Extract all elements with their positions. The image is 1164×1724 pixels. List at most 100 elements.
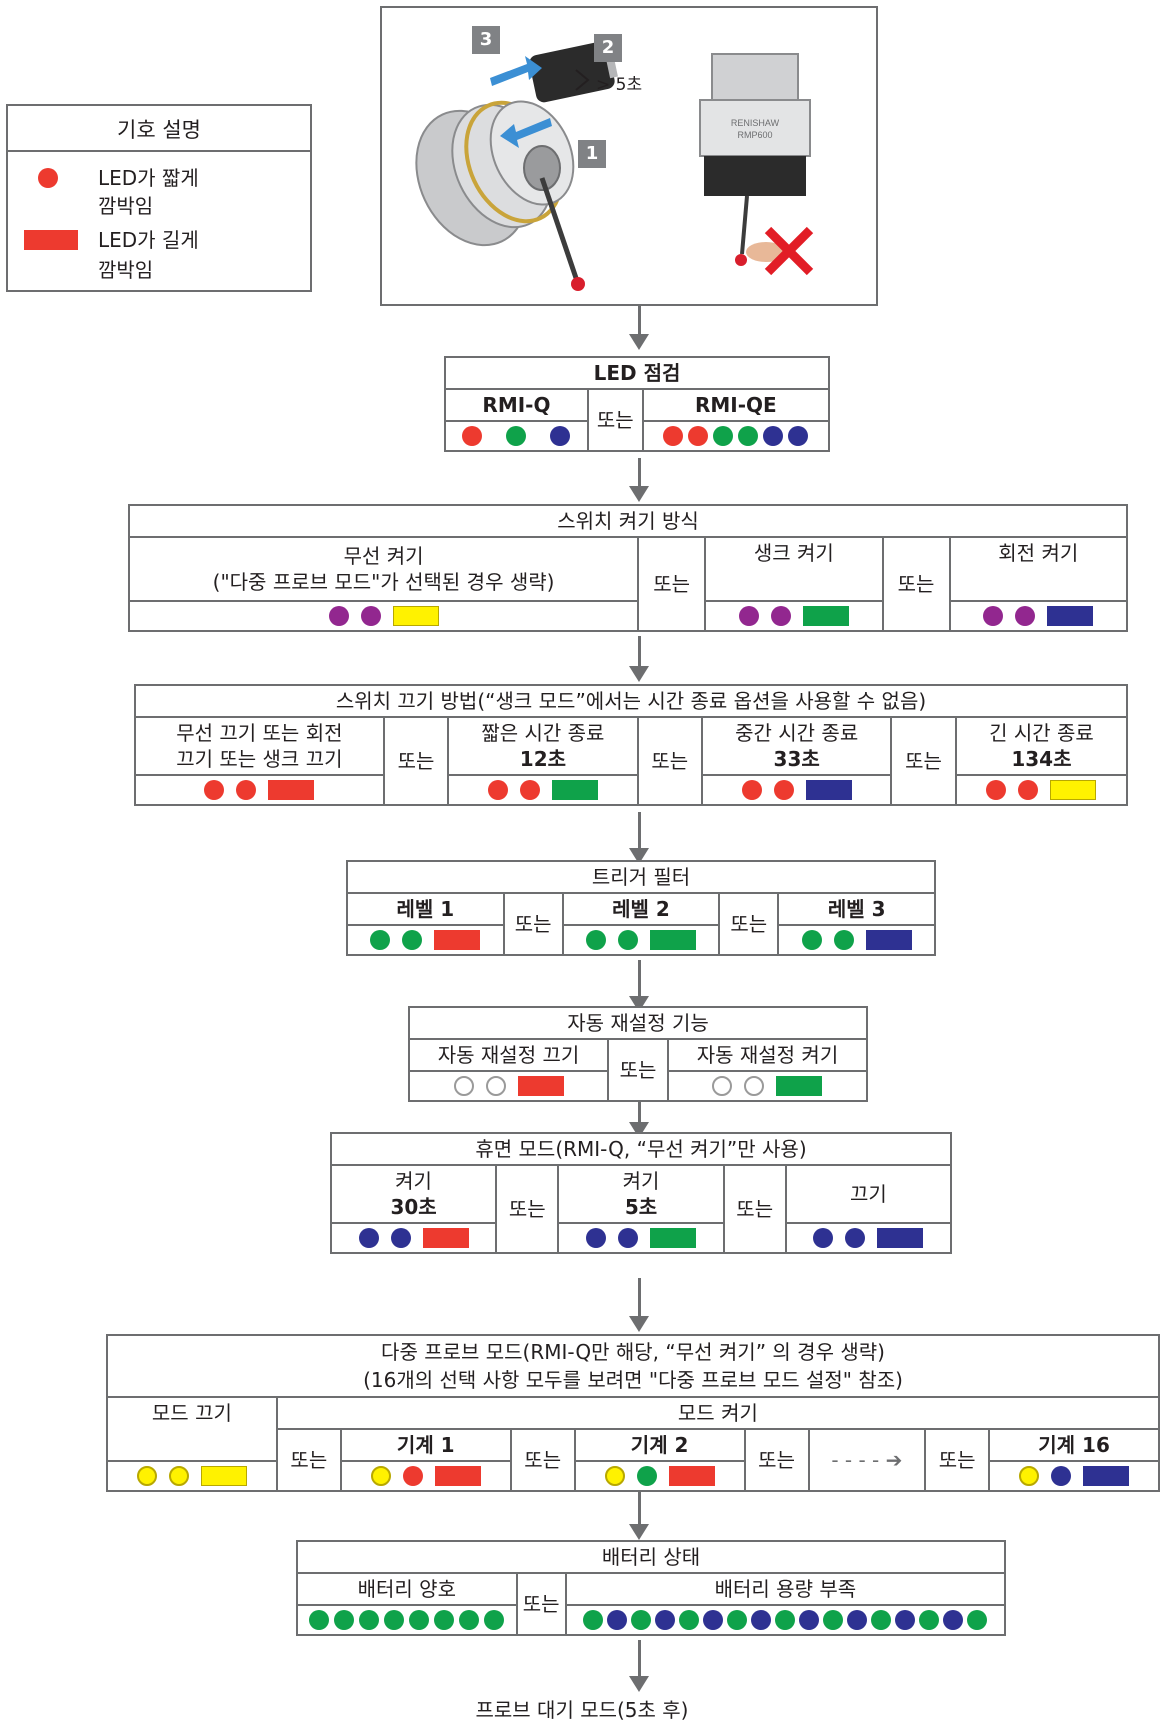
mode-off-led-sequence <box>114 1464 270 1488</box>
legend-short-label-2: 깜박임 <box>98 194 154 218</box>
short-flash-led <box>236 780 257 800</box>
short-flash-led <box>617 930 638 950</box>
short-flash-led <box>943 1610 964 1630</box>
flow-arrowhead <box>629 1316 649 1332</box>
short-flash-led <box>360 606 381 626</box>
switch-off-opt1-line2: 끄기 또는 생크 끄기 <box>176 747 343 771</box>
machine-1-label: 기계 1 <box>339 1428 512 1462</box>
short-flash-led <box>847 1610 868 1630</box>
probe-model-text: RMP600 <box>737 130 772 140</box>
radio-on-note: ("다중 프로브 모드"가 선택된 경우 생략) <box>212 570 555 594</box>
flow-arrowhead <box>629 1676 649 1692</box>
short-flash-led <box>919 1610 940 1630</box>
short-flash-led <box>585 1228 606 1248</box>
flow-arrow <box>638 812 641 850</box>
step-1-badge: 1 <box>578 140 606 168</box>
probe-illustration: RENISHAW RMP600 <box>415 41 814 291</box>
long-timeout-value: 134초 <box>1011 747 1072 771</box>
short-flash-led <box>607 1610 628 1630</box>
short-flash-led <box>459 1610 480 1630</box>
machine-16-label: 기계 16 <box>988 1428 1160 1462</box>
short-flash-led <box>799 1610 820 1630</box>
short-flash-led <box>967 1610 988 1630</box>
short-flash-led <box>550 426 571 446</box>
sleep-on-30-label: 켜기 <box>395 1169 432 1193</box>
machine-1-led-sequence <box>348 1464 504 1488</box>
short-flash-led <box>484 1610 505 1630</box>
or-label: 또는 <box>636 716 704 806</box>
short-flash-led <box>390 1228 411 1248</box>
sleep-5-led-sequence <box>565 1226 716 1250</box>
chevron-icon <box>575 69 590 91</box>
flow-arrowhead <box>629 486 649 502</box>
long-flash-led <box>805 780 852 800</box>
sleep-off-label: 끄기 <box>784 1164 953 1224</box>
short-flash-led <box>986 780 1007 800</box>
switch-off-opt1-line1: 무선 끄기 또는 회전 <box>176 721 343 745</box>
probe-body-icon <box>415 100 585 291</box>
auto-reset-off-led-sequence <box>416 1074 601 1098</box>
medium-led-sequence <box>709 778 884 802</box>
long-timeout-label: 긴 시간 종료 <box>989 721 1094 745</box>
or-label: 또는 <box>586 388 644 452</box>
or-label: 또는 <box>515 1572 567 1636</box>
or-label: 또는 <box>509 1428 576 1492</box>
or-label: 또는 <box>890 716 957 806</box>
flow-arrow <box>638 636 641 668</box>
or-label: 또는 <box>495 1164 560 1254</box>
rmi-q-label: RMI-Q <box>482 393 551 417</box>
short-flash-led <box>983 606 1004 626</box>
short-flash-led <box>1019 1466 1040 1486</box>
flow-arrow <box>638 1278 641 1318</box>
short-flash-led <box>663 426 684 446</box>
short-flash-led <box>334 1610 355 1630</box>
long-flash-symbol <box>24 230 78 250</box>
level-1-label: 레벨 1 <box>346 892 505 926</box>
trigger-filter-table: 트리거 필터 레벨 1 또는 레벨 2 또는 레벨 3 <box>346 860 936 956</box>
short-flash-led <box>585 930 606 950</box>
opt1-led-sequence <box>142 778 377 802</box>
or-label: 또는 <box>924 1428 991 1492</box>
long-flash-led <box>200 1466 247 1486</box>
short-flash-led <box>773 780 794 800</box>
battery-status-title: 배터리 상태 <box>296 1540 1006 1574</box>
short-flash-led <box>1015 606 1036 626</box>
ellipsis-arrow: - - - - ➔ <box>807 1428 927 1492</box>
flow-arrowhead <box>629 666 649 682</box>
short-flash-led <box>358 1228 379 1248</box>
standby-mode-label: 프로브 대기 모드(5초 후) <box>475 1698 689 1722</box>
multi-probe-subtitle: (16개의 선택 사항 모두를 보려면 "다중 프로브 모드 설정" 참조) <box>363 1368 903 1392</box>
short-flash-led <box>519 780 540 800</box>
flow-arrow <box>638 1488 641 1526</box>
long-flash-led <box>1047 606 1094 626</box>
medium-timeout-label: 중간 시간 종료 <box>735 721 859 745</box>
switch-off-table: 스위치 끄기 방법(“생크 모드”에서는 시간 종료 옵션을 사용할 수 없음)… <box>134 684 1129 806</box>
auto-reset-table: 자동 재설정 기능 자동 재설정 끄기 또는 자동 재설정 켜기 <box>407 1006 869 1102</box>
level-2-led-sequence <box>570 928 713 952</box>
probe-brand-text: RENISHAW <box>731 118 780 128</box>
short-flash-led <box>370 930 391 950</box>
short-flash-led <box>359 1610 380 1630</box>
long-flash-led <box>802 606 849 626</box>
long-flash-led <box>865 930 912 950</box>
short-flash-led <box>679 1610 700 1630</box>
short-flash-led <box>823 1610 844 1630</box>
step-2-note: > 5초 <box>596 75 643 95</box>
short-flash-led <box>617 1228 638 1248</box>
short-flash-led <box>801 930 822 950</box>
long-flash-led <box>517 1076 564 1096</box>
multi-probe-table: 다중 프로브 모드(RMI-Q만 해당, “무선 켜기” 의 경우 생략) (1… <box>106 1334 1161 1492</box>
radio-on-label: 무선 켜기 <box>343 544 424 568</box>
short-flash-led <box>485 1076 506 1096</box>
battery-good-led-sequence <box>304 1608 510 1632</box>
battery-status-table: 배터리 상태 배터리 양호 또는 배터리 용량 부족 <box>296 1540 1007 1636</box>
long-flash-led <box>776 1076 823 1096</box>
sleep-30-led-sequence <box>338 1226 489 1250</box>
short-flash-led <box>775 1610 796 1630</box>
short-flash-led <box>462 426 483 446</box>
flow-arrow <box>638 1640 641 1678</box>
flow-arrow <box>638 960 641 998</box>
or-label: 또는 <box>743 1428 810 1492</box>
medium-timeout-value: 33초 <box>773 747 820 771</box>
